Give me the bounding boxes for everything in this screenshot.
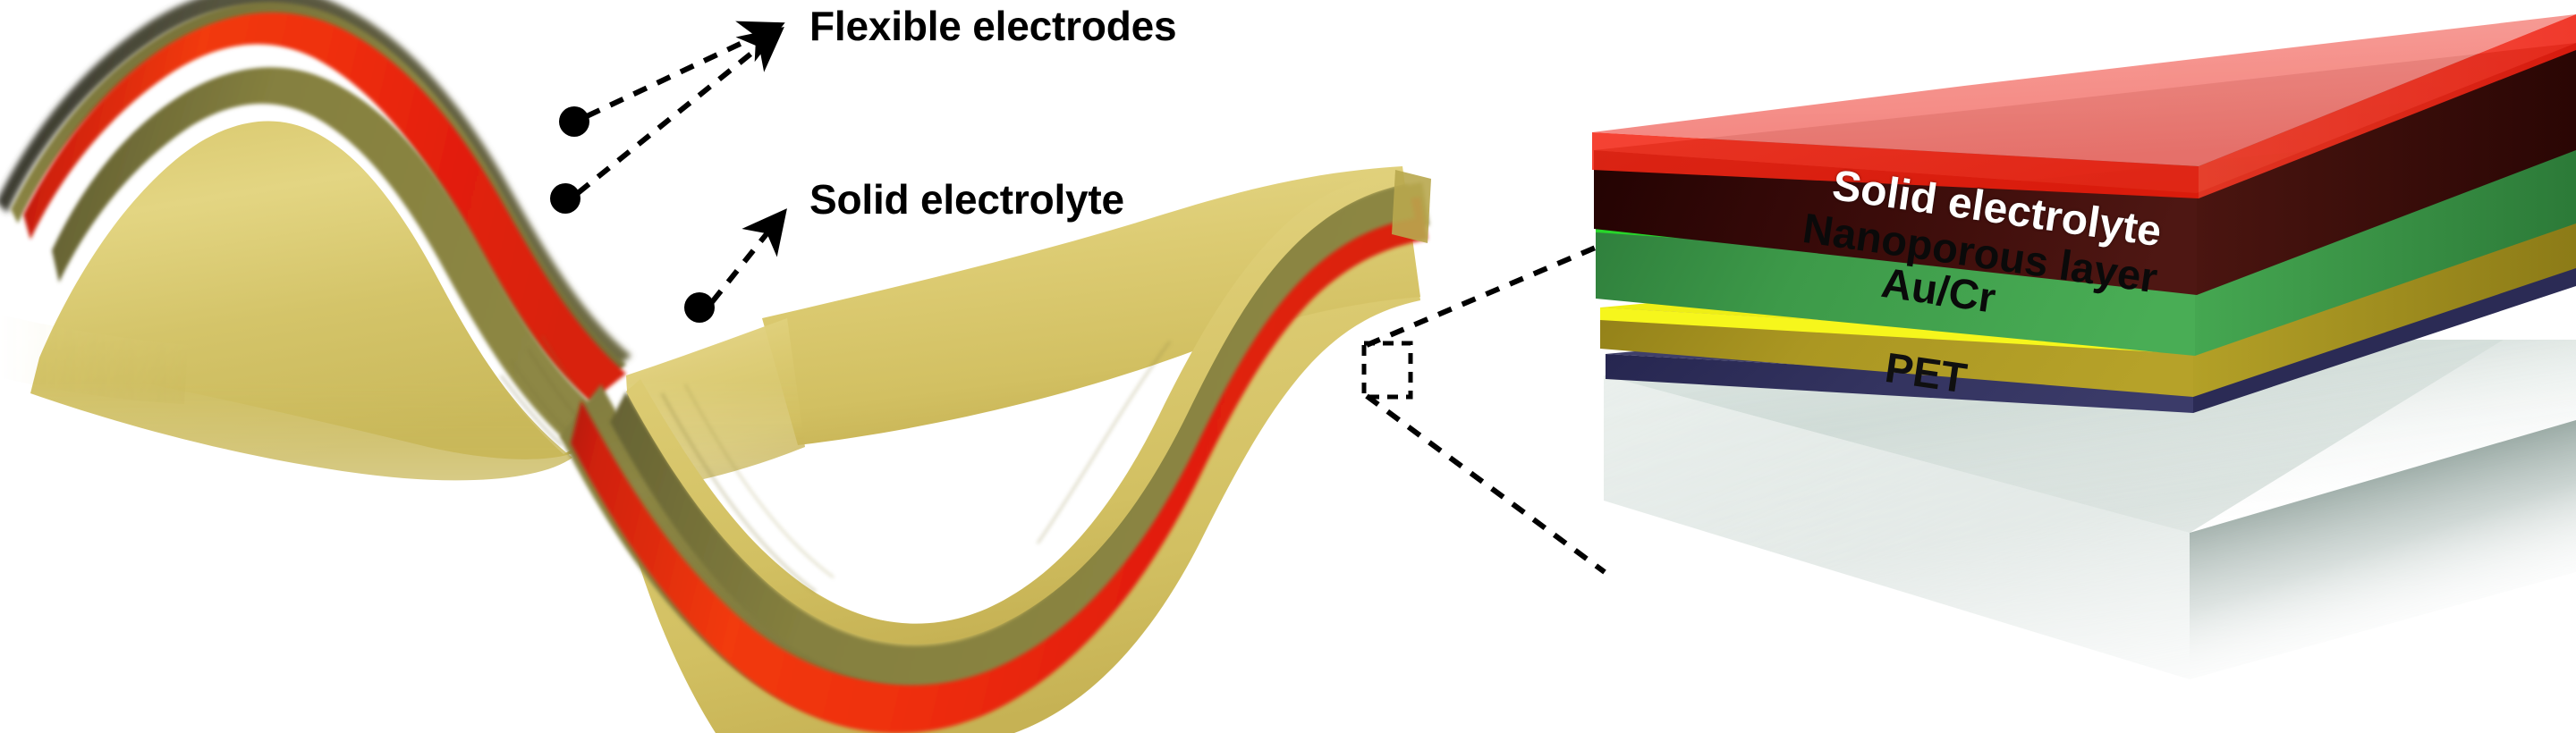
leader-flexible-electrodes-outer <box>585 21 785 119</box>
red-slab-right-face <box>2199 14 2576 198</box>
stack-layer-top-electrode <box>1592 14 2576 198</box>
aucr-right-face <box>2193 211 2576 397</box>
wave-trough-gold-plateau <box>762 166 1420 445</box>
navy-left-face <box>1606 354 2193 413</box>
pet-front-left-face <box>1604 375 2190 679</box>
electrolyte-right-face <box>2197 43 2576 295</box>
zoom-connector-lines <box>1365 244 1606 575</box>
leader-solid-electrolyte <box>709 208 787 304</box>
wave-crest-red-band <box>23 12 626 402</box>
wave-right-edge <box>1392 170 1431 243</box>
callout-leader-lines <box>576 21 787 304</box>
zoom-region-box <box>1361 341 1413 400</box>
wave-left-tail <box>0 315 188 404</box>
zoom-connector-bottom <box>1365 393 1606 575</box>
aucr-top-highlight <box>1600 308 2193 354</box>
wave-trough-seams <box>660 341 1171 594</box>
leader-flexible-electrodes-inner <box>576 27 784 196</box>
callout-label-solid-electrolyte: Solid electrolyte <box>809 176 1124 223</box>
wave-trough-olive-inner <box>610 184 1415 686</box>
marker-dot-electrode-inner <box>550 183 580 214</box>
callout-label-flexible-electrodes: Flexible electrodes <box>809 3 1177 49</box>
layer-stack-illustration <box>1592 14 2576 679</box>
wave-left-tail-gold <box>0 315 188 404</box>
wave-trough-red-band <box>571 197 1428 733</box>
aucr-left-face <box>1600 308 2193 397</box>
zoom-connector-top <box>1365 244 1599 348</box>
pet-front-right-face <box>2190 420 2576 679</box>
marker-dot-electrode-outer <box>559 106 589 137</box>
red-slab-left-face <box>1592 132 2199 198</box>
wave-trough <box>560 166 1431 733</box>
red-slab-top-face <box>1592 14 2576 166</box>
wave-illustration <box>0 0 1431 733</box>
wave-crest <box>0 0 631 481</box>
marker-dot-electrolyte <box>684 292 715 323</box>
zoom-callout <box>1361 244 1606 575</box>
